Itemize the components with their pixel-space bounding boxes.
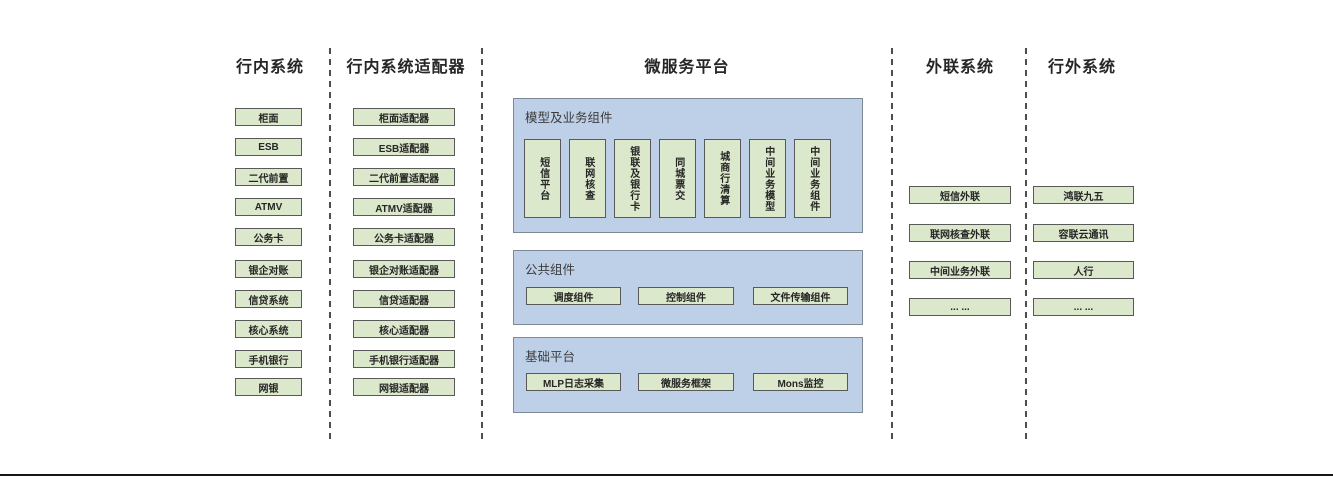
adapter-box: 网银适配器 bbox=[353, 378, 455, 396]
system-box: 手机银行 bbox=[235, 350, 302, 368]
adapter-box: 手机银行适配器 bbox=[353, 350, 455, 368]
outreach-box: 中间业务外联 bbox=[909, 261, 1011, 279]
system-box: 核心系统 bbox=[235, 320, 302, 338]
system-box: 银企对账 bbox=[235, 260, 302, 278]
component-box: 银联及银行卡 bbox=[614, 139, 651, 218]
column-title-internal-systems: 行内系统 bbox=[235, 59, 305, 76]
adapter-box: ATMV适配器 bbox=[353, 198, 455, 216]
external-box: 容联云通讯 bbox=[1033, 224, 1134, 242]
external-box: ... ... bbox=[1033, 298, 1134, 316]
system-box: 公务卡 bbox=[235, 228, 302, 246]
common-component-box: 控制组件 bbox=[638, 287, 734, 305]
column-title-outreach-systems: 外联系统 bbox=[925, 59, 995, 76]
panel-base-platform: 基础平台 MLP日志采集 微服务框架 Mons监控 bbox=[513, 337, 863, 413]
column-title-internal-adapters: 行内系统适配器 bbox=[346, 59, 466, 76]
panel-label: 基础平台 bbox=[525, 350, 576, 364]
system-box: ESB bbox=[235, 138, 302, 156]
component-box: 中间业务组件 bbox=[794, 139, 831, 218]
dashed-separator-2 bbox=[481, 48, 483, 443]
system-box: 网银 bbox=[235, 378, 302, 396]
external-box: 鸿联九五 bbox=[1033, 186, 1134, 204]
adapter-box: 核心适配器 bbox=[353, 320, 455, 338]
dashed-separator-4 bbox=[1025, 48, 1027, 443]
common-component-box: 文件传输组件 bbox=[753, 287, 848, 305]
panel-label: 模型及业务组件 bbox=[525, 111, 613, 125]
panel-label: 公共组件 bbox=[525, 263, 576, 277]
system-box: 信贷系统 bbox=[235, 290, 302, 308]
adapter-box: 柜面适配器 bbox=[353, 108, 455, 126]
dashed-separator-3 bbox=[891, 48, 893, 443]
component-box: 城商行清算 bbox=[704, 139, 741, 218]
outreach-box: 短信外联 bbox=[909, 186, 1011, 204]
common-component-box: 调度组件 bbox=[526, 287, 621, 305]
system-box: 二代前置 bbox=[235, 168, 302, 186]
system-box: 柜面 bbox=[235, 108, 302, 126]
panel-common-components: 公共组件 调度组件 控制组件 文件传输组件 bbox=[513, 250, 863, 325]
adapter-box: 公务卡适配器 bbox=[353, 228, 455, 246]
adapter-box: 信贷适配器 bbox=[353, 290, 455, 308]
adapter-box: ESB适配器 bbox=[353, 138, 455, 156]
column-title-external-systems: 行外系统 bbox=[1047, 59, 1117, 76]
adapter-box: 银企对账适配器 bbox=[353, 260, 455, 278]
external-box: 人行 bbox=[1033, 261, 1134, 279]
component-box: 短信平台 bbox=[524, 139, 561, 218]
base-platform-box: 微服务框架 bbox=[638, 373, 734, 391]
component-box: 同城票交 bbox=[659, 139, 696, 218]
outreach-box: ... ... bbox=[909, 298, 1011, 316]
adapter-box: 二代前置适配器 bbox=[353, 168, 455, 186]
dashed-separator-1 bbox=[329, 48, 331, 443]
outreach-box: 联网核查外联 bbox=[909, 224, 1011, 242]
bottom-border-line bbox=[0, 474, 1333, 476]
component-box: 联网核查 bbox=[569, 139, 606, 218]
system-box: ATMV bbox=[235, 198, 302, 216]
component-box: 中间业务模型 bbox=[749, 139, 786, 218]
base-platform-box: Mons监控 bbox=[753, 373, 848, 391]
column-title-microservice-platform: 微服务平台 bbox=[644, 59, 730, 76]
panel-model-business-components: 模型及业务组件 短信平台 联网核查 银联及银行卡 同城票交 城商行清算 中间业务… bbox=[513, 98, 863, 233]
base-platform-box: MLP日志采集 bbox=[526, 373, 621, 391]
